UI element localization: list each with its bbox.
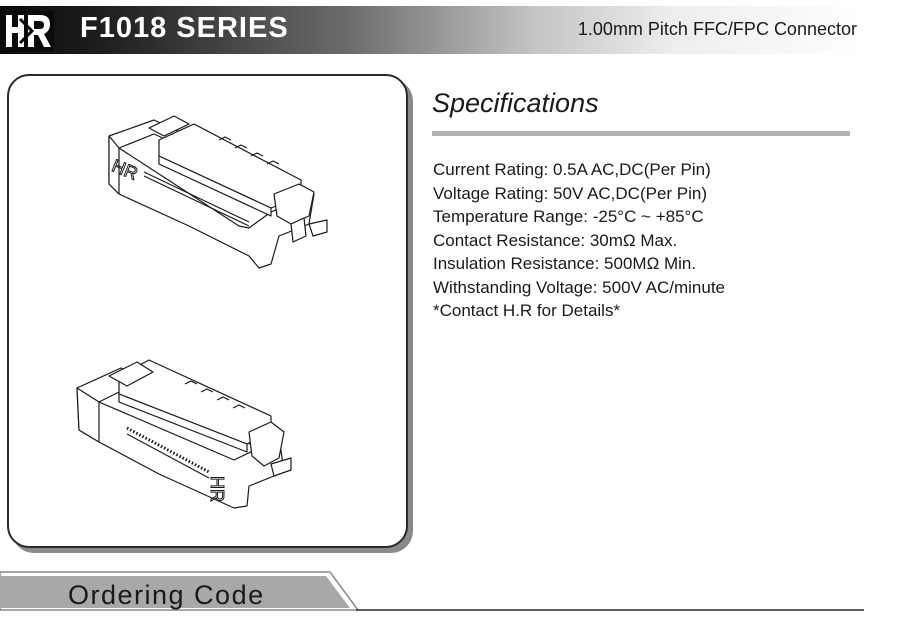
ordering-code-underline [356, 609, 864, 611]
spec-contact-note: *Contact H.R for Details* [433, 301, 621, 320]
spec-contact-resistance: Contact Resistance: 30mΩ Max. [433, 230, 678, 250]
header-bar [0, 6, 861, 54]
connector-drawing-bottom [76, 359, 292, 509]
product-image-panel: HR HR [7, 74, 408, 548]
connector-bottom-marking: HR [207, 476, 227, 502]
specifications-divider [432, 131, 850, 136]
spec-withstanding-voltage: Withstanding Voltage: 500V AC/minute [433, 277, 726, 297]
spec-voltage-rating: Voltage Rating: 50V AC,DC(Per Pin) [433, 183, 708, 203]
ordering-code-label: Ordering Code [68, 580, 265, 610]
hr-logo [2, 11, 54, 51]
spec-current-rating: Current Rating: 0.5A AC,DC(Per Pin) [433, 160, 711, 179]
connector-drawing-top [108, 115, 328, 269]
series-title: F1018 SERIES [80, 12, 289, 44]
specifications-list: Current Rating: 0.5A AC,DC(Per Pin) Volt… [433, 158, 725, 323]
connector-drawings: HR HR [76, 115, 328, 509]
spec-temperature-range: Temperature Range: -25°C ~ +85°C [433, 207, 704, 226]
spec-insulation-resistance: Insulation Resistance: 500MΩ Min. [433, 254, 697, 273]
series-subtitle: 1.00mm Pitch FFC/FPC Connector [577, 19, 857, 39]
specifications-heading: Specifications [432, 88, 599, 118]
